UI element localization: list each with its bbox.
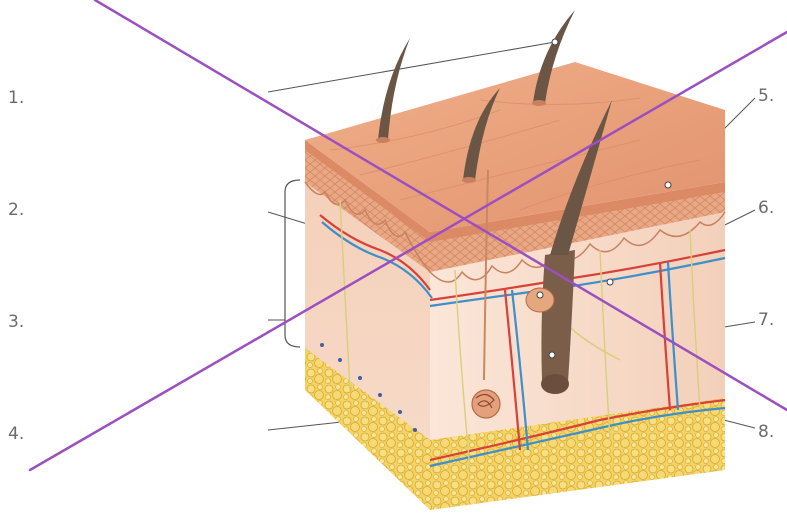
label-6: 6. — [758, 198, 774, 218]
label-7: 7. — [758, 310, 774, 330]
label-5: 5. — [758, 86, 774, 106]
label-8: 8. — [758, 422, 774, 442]
label-2: 2. — [8, 200, 24, 220]
label-4: 4. — [8, 424, 24, 444]
label-3: 3. — [8, 312, 24, 332]
label-1: 1. — [8, 88, 24, 108]
